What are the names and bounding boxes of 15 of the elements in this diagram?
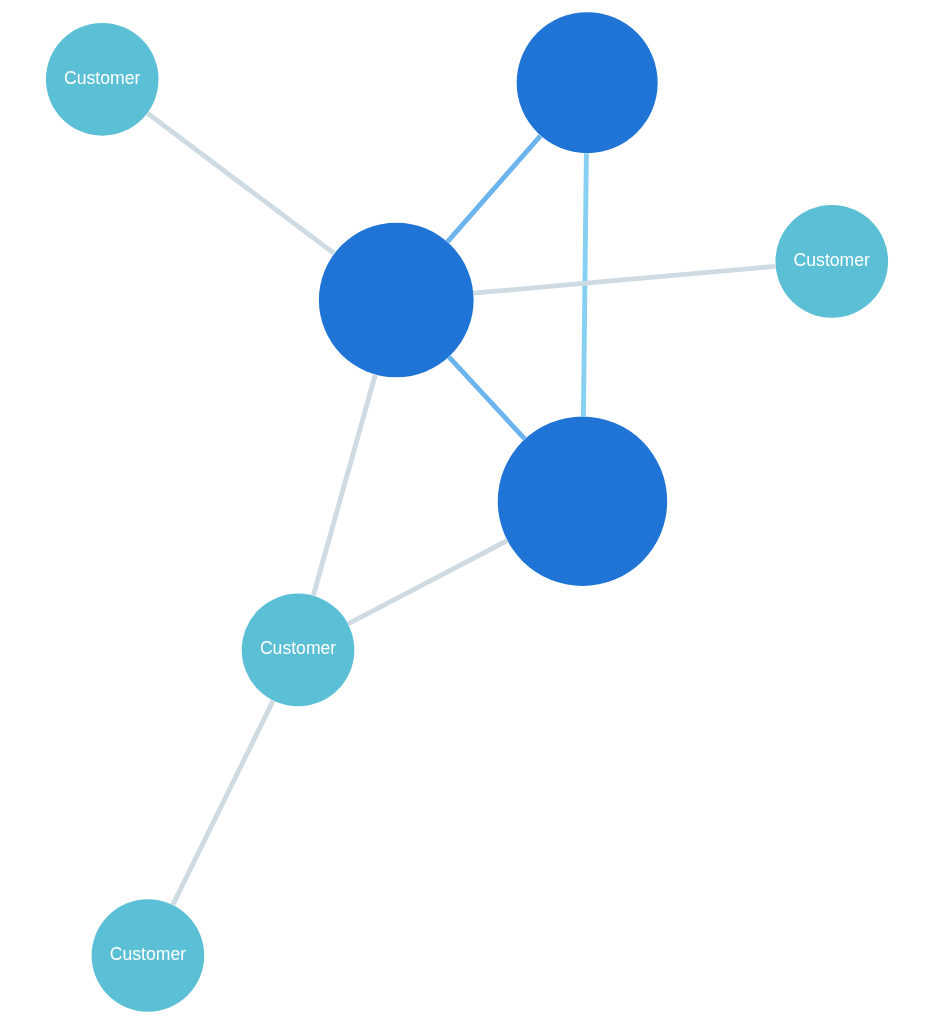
- connector: [346, 538, 508, 626]
- connector: [145, 111, 336, 256]
- connector: [170, 699, 275, 906]
- node-circle: [497, 416, 667, 586]
- node-circle: Customer: [774, 205, 888, 318]
- node-circle: Customer: [45, 23, 159, 136]
- node-circle: Customer: [241, 593, 354, 707]
- node-circle: Customer: [91, 899, 204, 1012]
- connector: [446, 355, 527, 441]
- node-circle: [516, 12, 658, 154]
- node-circle: [318, 222, 474, 378]
- connector: [580, 153, 589, 417]
- connector: [472, 263, 776, 296]
- connector: [310, 374, 378, 597]
- connector: [445, 134, 542, 244]
